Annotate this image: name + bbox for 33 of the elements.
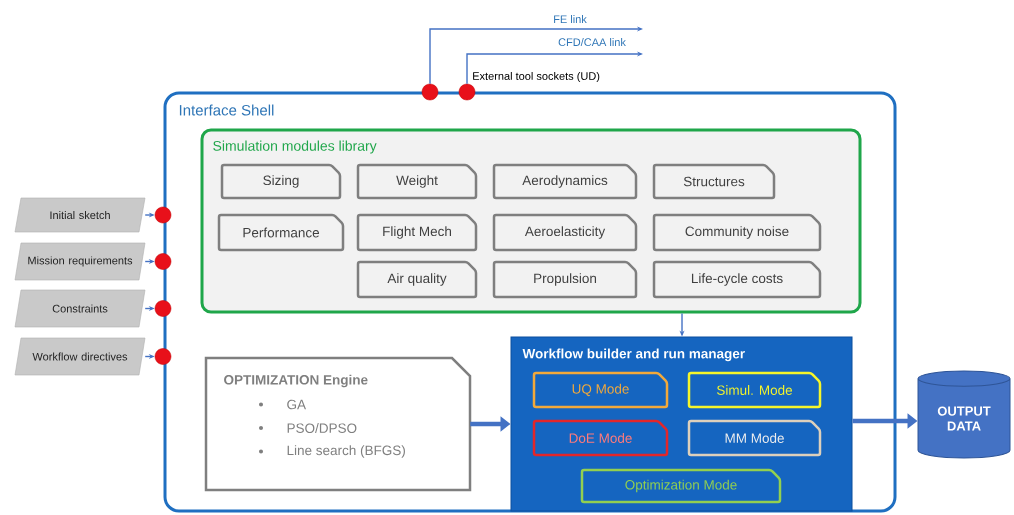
- socket-dot: [154, 348, 172, 365]
- module-box: Community noise: [652, 213, 822, 252]
- module-box: Performance: [217, 213, 345, 252]
- input-parallelogram: Initial sketch: [14, 197, 146, 233]
- mode-box: DoE Mode: [532, 419, 669, 457]
- module-box: Weight: [356, 163, 478, 200]
- socket-dot: [154, 253, 172, 270]
- module-box: Aerodynamics: [492, 163, 638, 200]
- module-box: Propulsion: [492, 260, 638, 299]
- input-parallelogram: Workflow directives: [14, 337, 146, 376]
- socket-dot: [154, 300, 172, 317]
- database-cylinder: OUTPUT DATA: [917, 370, 1011, 459]
- module-box: Life-cycle costs: [652, 260, 822, 299]
- mode-box: Simul. Mode: [687, 371, 822, 409]
- mode-box: UQ Mode: [532, 371, 669, 409]
- input-parallelogram: Constraints: [14, 289, 146, 328]
- note-label: External tool sockets (UD): [473, 71, 600, 83]
- arrow: [466, 51, 643, 85]
- input-parallelogram: Mission requirements: [14, 242, 146, 281]
- module-box: Air quality: [356, 260, 478, 299]
- module-box: Aeroelasticity: [492, 213, 638, 252]
- module-box: Flight Mech: [356, 213, 478, 252]
- socket-dot: [421, 83, 439, 101]
- mode-box: Optimization Mode: [580, 468, 782, 504]
- arrow: [429, 26, 643, 85]
- edge-label: CFD/CAA link: [557, 36, 627, 48]
- module-box: Sizing: [220, 163, 342, 200]
- edge-label: FE link: [552, 14, 588, 24]
- mode-box: MM Mode: [687, 419, 822, 457]
- socket-dot: [154, 206, 172, 224]
- optimization-engine-box: OPTIMIZATION Engine GA PSO/DPSO Line search (BFGS): [204, 356, 472, 492]
- socket-dot: [458, 83, 476, 101]
- module-box: Structures: [652, 163, 776, 200]
